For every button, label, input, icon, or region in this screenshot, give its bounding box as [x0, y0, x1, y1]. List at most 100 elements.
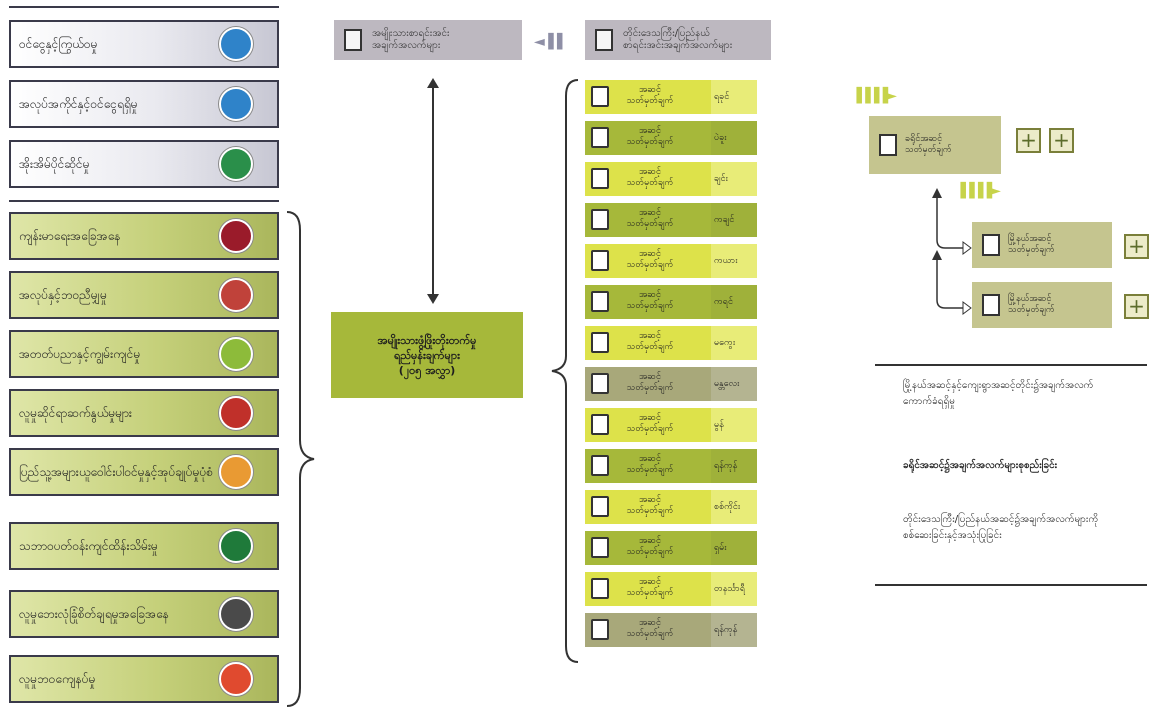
region-row: အဆင့်သတ်မှတ်ချက်ကယား [585, 244, 757, 278]
region-name: တနင်္သာရီ [711, 572, 757, 606]
notes-top-rule [875, 364, 1147, 366]
center-line1: အမျိုးသားဖွံ့ဖြိုးတိုးတက်မှု [377, 333, 477, 347]
document-icon [591, 537, 609, 558]
row-criteria-label: အဆင့်သတ်မှတ်ချက် [615, 454, 685, 476]
row-criteria-line2: သတ်မှတ်ချက် [626, 465, 674, 475]
header-left-line2: အချက်အလက်များ [372, 40, 441, 51]
category-label: လူမှုဘဝကျေနပ်မှု [19, 672, 96, 686]
region-row: အဆင့်သတ်မှတ်ချက် စစ်ကိုင်း [585, 490, 757, 524]
row-criteria-cell: အဆင့်သတ်မှတ်ချက် [585, 121, 711, 155]
row-criteria-label: အဆင့်သတ်မှတ်ချက် [615, 536, 685, 558]
township-line1: မြို့နယ်အဆင့် [1008, 234, 1052, 244]
row-criteria-label: အဆင့်သတ်မှတ်ချက် [615, 290, 685, 312]
township-line1: မြို့နယ်အဆင့် [1008, 294, 1052, 304]
region-row: အဆင့်သတ်မှတ်ချက် မွန် [585, 408, 757, 442]
row-criteria-label: အဆင့်သတ်မှတ်ချက် [615, 167, 685, 189]
briefcase-icon [219, 87, 253, 121]
heart-icon [219, 662, 253, 696]
document-icon [982, 294, 1000, 316]
region-name: မန္တလေး [711, 367, 757, 401]
row-criteria-line2: သတ်မှတ်ချက် [626, 424, 674, 434]
add-button[interactable]: + [1016, 128, 1041, 153]
header-right-line1: တိုင်းဒေသကြီး/ပြည်နယ် [623, 28, 711, 39]
left-brace [286, 211, 315, 707]
bottom-category-box: လူမှုဘေးလုံခြုံစိတ်ချရမှုအခြေအနေ [9, 590, 279, 638]
document-icon [591, 619, 609, 640]
region-name: မကွေး [711, 326, 757, 360]
center-line2: ရည်မှန်းချက်များ [394, 348, 460, 362]
row-criteria-line1: အဆင့် [639, 372, 661, 382]
top-category-box: အိုးအိမ်ပိုင်ဆိုင်မှု [9, 140, 279, 188]
row-criteria-label: အဆင့်သတ်မှတ်ချက် [615, 85, 685, 107]
row-criteria-line2: သတ်မှတ်ချက် [626, 301, 674, 311]
township-box-1: မြို့နယ်အဆင့် သတ်မှတ်ချက် [972, 222, 1112, 268]
region-name: ပဲခူး [711, 121, 757, 155]
row-criteria-line1: အဆင့် [639, 85, 661, 95]
row-criteria-label: အဆင့်သတ်မှတ်ချက် [615, 577, 685, 599]
region-name: ရခုင် [711, 80, 757, 114]
bottom-category-box: ပြည်သူ့အများယူဝေါင်းပါဝင်မှုနှင့်အုပ်ချု… [9, 448, 279, 496]
row-criteria-cell: အဆင့်သတ်မှတ်ချက် [585, 80, 711, 114]
notes-bottom-rule [875, 584, 1147, 586]
row-criteria-label: အဆင့်သတ်မှတ်ချက် [615, 413, 685, 435]
connector-lines [932, 188, 972, 315]
document-icon [591, 455, 609, 476]
add-button[interactable]: + [1124, 294, 1149, 319]
center-goals-box: အမျိုးသားဖွံ့ဖြိုးတိုးတက်မှု ရည်မှန်းချက… [331, 312, 523, 398]
middle-brace [551, 79, 579, 663]
document-icon [591, 250, 609, 271]
row-criteria-label: အဆင့်သတ်မှတ်ချက် [615, 331, 685, 353]
row-criteria-line2: သတ်မှတ်ချက် [626, 219, 674, 229]
document-icon [591, 127, 609, 148]
document-icon [591, 496, 609, 517]
row-criteria-label: အဆင့်သတ်မှတ်ချက် [615, 208, 685, 230]
row-criteria-line1: အဆင့် [639, 126, 661, 136]
row-criteria-label: အဆင့်သတ်မှတ်ချက် [615, 618, 685, 640]
row-criteria-line1: အဆင့် [639, 454, 661, 464]
row-criteria-line1: အဆင့် [639, 331, 661, 341]
district-line1: ခရိုင်အဆင့် [905, 134, 943, 144]
row-criteria-cell: အဆင့်သတ်မှတ်ချက် [585, 244, 711, 278]
township-line2: သတ်မှတ်ချက် [1008, 305, 1055, 315]
region-name: ကချင် [711, 203, 757, 237]
top-category-box: ဝင်ငွေနှင့်ကြွယ်ဝမှု [9, 20, 279, 68]
row-criteria-label: အဆင့်သတ်မှတ်ချက် [615, 495, 685, 517]
document-icon [591, 86, 609, 107]
bottom-category-box: လူမှုဆိုင်ရာဆက်နွယ်မှုများ [9, 389, 279, 437]
region-row: အဆင့်သတ်မှတ်ချက် ကချင် [585, 203, 757, 237]
category-label: ကျန်းမာရေးအခြေအနေ [19, 229, 121, 243]
region-name: မွန် [711, 408, 757, 442]
money-icon [219, 27, 253, 61]
runner-icon [219, 597, 253, 631]
book-icon [219, 337, 253, 371]
region-row: အဆင့်သတ်မှတ်ချက် ရခုင် [585, 80, 757, 114]
center-line3: (၂၀၅ အလွှာ) [398, 363, 456, 377]
forward-arrows-icon: ▐▐▐▐► [955, 183, 1001, 199]
row-criteria-line2: သတ်မှတ်ချက် [626, 383, 674, 393]
bottom-category-box: လူမှုဘဝကျေနပ်မှု [9, 655, 279, 703]
top-rule [9, 6, 279, 8]
row-criteria-line1: အဆင့် [639, 413, 661, 423]
row-criteria-line1: အဆင့် [639, 618, 661, 628]
add-button[interactable]: + [1049, 128, 1074, 153]
category-label: လူမှုဆိုင်ရာဆက်နွယ်မှုများ [19, 406, 132, 420]
document-icon [879, 134, 897, 156]
row-criteria-line1: အဆင့် [639, 495, 661, 505]
row-criteria-cell: အဆင့်သတ်မှတ်ချက် [585, 408, 711, 442]
add-button[interactable]: + [1124, 234, 1149, 259]
national-stats-header: အမျိုးသားစာရင်းအင်း အချက်အလက်များ [334, 20, 522, 60]
row-criteria-cell: အဆင့်သတ်မှတ်ချက် [585, 367, 711, 401]
document-icon [591, 414, 609, 435]
row-criteria-cell: အဆင့်သတ်မှတ်ချက် [585, 203, 711, 237]
region-row: အဆင့်သတ်မှတ်ချက်ကရင် [585, 285, 757, 319]
category-label: ပြည်သူ့အများယူဝေါင်းပါဝင်မှုနှင့်အုပ်ချု… [19, 465, 214, 479]
region-name: ရန်ကုန် [711, 449, 757, 483]
people-icon [219, 396, 253, 430]
region-row: အဆင့်သတ်မှတ်ချက်ပဲခူး [585, 121, 757, 155]
double-arrow [427, 78, 439, 304]
region-name: ရှမ်း [711, 531, 757, 565]
row-criteria-label: အဆင့်သတ်မှတ်ချက် [615, 372, 685, 394]
bottom-category-box: အလုပ်နှင့်ဘဝညီမျှမှု [9, 271, 279, 319]
region-name: စစ်ကိုင်း [711, 490, 757, 524]
row-criteria-line1: အဆင့် [639, 208, 661, 218]
